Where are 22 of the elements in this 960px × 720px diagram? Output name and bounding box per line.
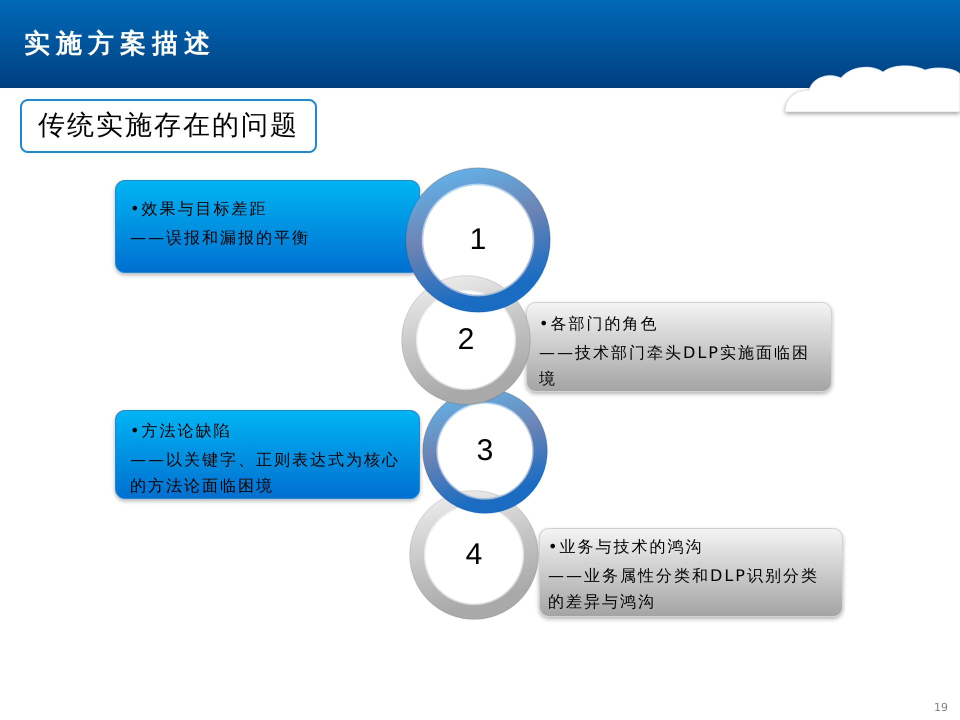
problem-card <box>539 528 843 617</box>
item-description: ——技术部门牵头DLP实施面临困境 <box>539 342 811 390</box>
step-ring <box>405 167 551 313</box>
item-description: ——业务属性分类和DLP识别分类的差异与鸿沟 <box>548 565 820 613</box>
step-number: 4 <box>466 540 482 570</box>
problem-card <box>115 410 420 499</box>
item-heading: •效果与目标差距 <box>130 198 268 220</box>
step-ring <box>401 275 531 405</box>
item-description: ——以关键字、正则表达式为核心的方法论面临困境 <box>130 449 401 497</box>
item-description: ——误报和漏报的平衡 <box>130 227 310 249</box>
step-number: 1 <box>470 225 486 255</box>
subtitle-box: 传统实施存在的问题 <box>20 99 317 153</box>
item-heading: •各部门的角色 <box>539 313 658 335</box>
problem-card <box>526 302 832 392</box>
slide-title: 实施方案描述 <box>24 28 216 60</box>
step-number: 3 <box>476 436 494 466</box>
item-heading: •业务与技术的鸿沟 <box>548 536 704 558</box>
page-number: 19 <box>934 700 948 716</box>
step-ring <box>409 490 539 620</box>
item-heading: •方法论缺陷 <box>130 420 232 442</box>
step-number: 2 <box>458 325 474 355</box>
problem-card <box>115 180 420 273</box>
